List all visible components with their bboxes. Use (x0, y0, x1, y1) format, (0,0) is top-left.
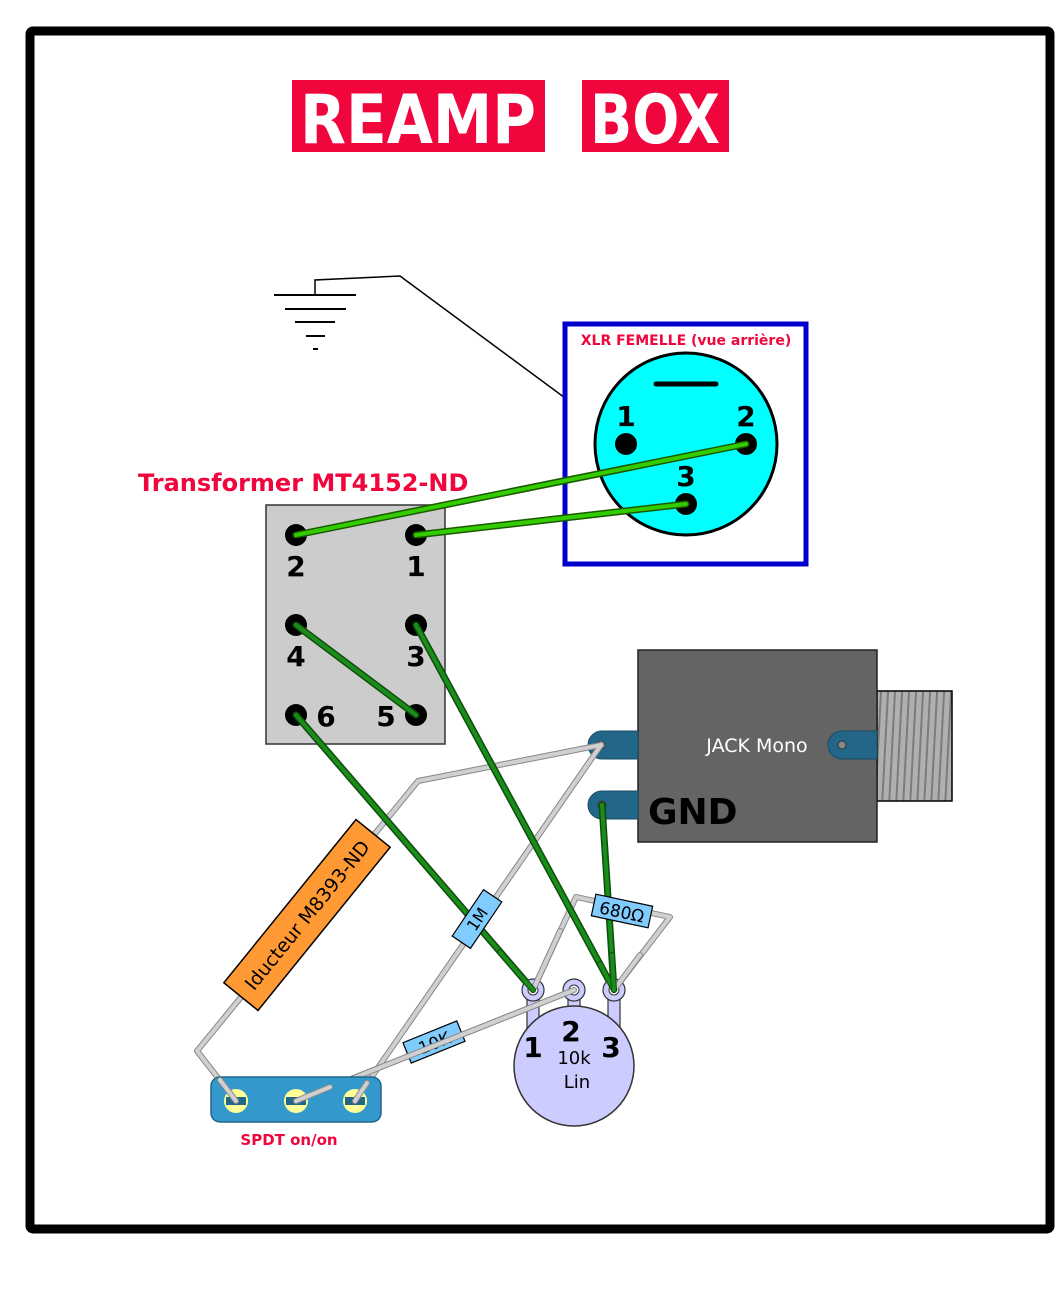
transformer-pin-5-label: 5 (376, 700, 395, 733)
xlr-pin-3-label: 3 (676, 460, 695, 493)
xlr-label: XLR FEMELLE (vue arrière) (581, 333, 791, 349)
resistor-680-body (590, 893, 654, 929)
xlr-connector: XLR FEMELLE (vue arrière) 1 2 3 (562, 321, 809, 567)
jack-gnd-lug (587, 790, 639, 820)
jack-connector: JACK Mono GND (587, 649, 953, 843)
transformer-pin-2-label: 2 (286, 550, 305, 583)
ground-icon (274, 275, 627, 444)
transformer-pin-3-label: 3 (406, 640, 425, 673)
potentiometer: 1 2 3 10k Lin (513, 978, 635, 1127)
pot-body (513, 1005, 635, 1127)
pot-value: 10k (557, 1048, 591, 1069)
spdt-switch: SPDT on/on (210, 1076, 382, 1149)
transformer-pin-1-label: 1 (406, 550, 425, 583)
transformer-label: Transformer MT4152-ND (138, 469, 468, 497)
wire-t4-to-t5 (294, 623, 418, 717)
xlr-body (593, 351, 779, 537)
jack-sleeve-lug (827, 730, 878, 760)
xlr-pin-2-label: 2 (736, 400, 755, 433)
pot-taper: Lin (564, 1072, 590, 1093)
transformer-pin-4-label: 4 (286, 640, 305, 673)
inductor-body (222, 818, 392, 1012)
title-banner-left (292, 80, 545, 152)
wire-xlr2-to-t2 (294, 442, 748, 537)
wire-overlays (293, 928, 643, 1104)
wire-t3-to-pot3 (414, 623, 616, 992)
title-word-2: BOX (590, 81, 720, 160)
switch-label: SPDT on/on (240, 1131, 337, 1149)
ground-wire (314, 275, 627, 444)
pot-pin-3-label: 3 (601, 1031, 620, 1064)
jack-thread (876, 690, 953, 802)
jack-label: JACK Mono (705, 735, 807, 757)
title-logo: REAMP BOX (292, 80, 729, 160)
title-banner-right (582, 80, 729, 152)
wire-t6-to-pot1 (294, 713, 535, 992)
jack-gnd-label: GND (648, 792, 738, 833)
green-wires (292, 440, 750, 994)
resistor-1M-body (451, 888, 503, 950)
xlr-pin-1 (615, 433, 637, 455)
jack-sleeve-hole (837, 740, 847, 750)
wire-xlr3-to-t1 (414, 502, 688, 537)
transformer-pin-6-label: 6 (316, 700, 335, 733)
xlr-pin-1-label: 1 (616, 400, 635, 433)
pot-pin-2-label: 2 (561, 1015, 580, 1048)
pot-pin-1-label: 1 (523, 1031, 542, 1064)
title-word-1: REAMP (300, 81, 536, 160)
